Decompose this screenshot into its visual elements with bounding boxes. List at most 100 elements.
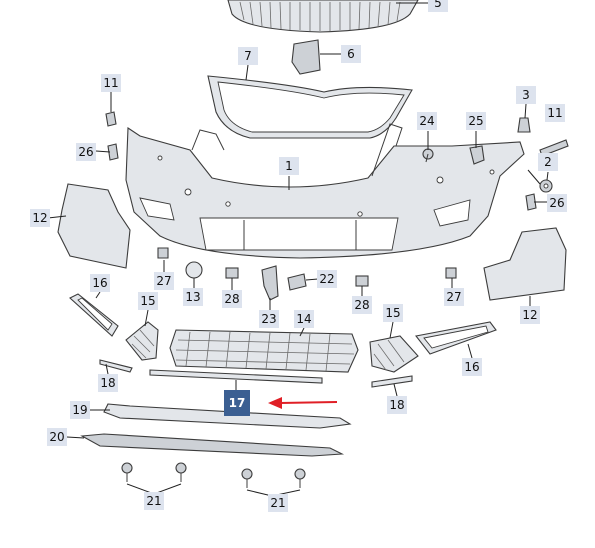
svg-text:25: 25 — [468, 114, 483, 128]
svg-text:26: 26 — [78, 145, 93, 159]
clip-27-left — [157, 247, 169, 259]
trim-18-right-part — [371, 375, 413, 388]
lower-grille-part — [169, 329, 359, 373]
grille-right-part — [369, 335, 419, 373]
cover-part — [80, 433, 345, 457]
callout-17-highlighted[interactable]: 17 — [224, 390, 250, 416]
clip-26-right — [525, 193, 537, 211]
screw-21-d — [294, 468, 306, 488]
callout-11-right[interactable]: 11 — [545, 104, 565, 122]
svg-text:14: 14 — [296, 312, 311, 326]
radiator-grille-part — [227, 0, 419, 33]
callout-7[interactable]: 7 — [238, 47, 258, 65]
side-trim-left-part — [57, 183, 131, 269]
bracket-23 — [261, 265, 279, 301]
bracket-25 — [469, 145, 485, 165]
callout-20[interactable]: 20 — [47, 428, 67, 446]
clip-27-right — [445, 267, 457, 279]
side-trim-right-part — [483, 227, 567, 301]
callout-23[interactable]: 23 — [259, 310, 279, 328]
callout-18-right[interactable]: 18 — [387, 396, 407, 414]
trim-strip-part — [149, 369, 323, 384]
callout-18-left[interactable]: 18 — [98, 374, 118, 392]
svg-text:16: 16 — [92, 276, 107, 290]
callout-21-right[interactable]: 21 — [268, 494, 288, 512]
callout-6[interactable]: 6 — [341, 45, 361, 63]
screw-21-c — [241, 468, 253, 488]
svg-text:17: 17 — [229, 396, 246, 410]
svg-text:22: 22 — [319, 272, 334, 286]
svg-text:26: 26 — [549, 196, 564, 210]
callout-27-left[interactable]: 27 — [154, 272, 174, 290]
callout-15-left[interactable]: 15 — [138, 292, 158, 310]
callout-15-right[interactable]: 15 — [383, 304, 403, 322]
highlight-arrow — [268, 397, 338, 409]
clip-26-left — [107, 143, 119, 161]
callout-3[interactable]: 3 — [516, 86, 536, 104]
callout-27-right[interactable]: 27 — [444, 288, 464, 306]
callout-26-left[interactable]: 26 — [76, 143, 96, 161]
grille-frame-part — [207, 75, 413, 139]
fog-frame-right-part — [415, 321, 497, 355]
callout-28-left[interactable]: 28 — [222, 290, 242, 308]
callout-14[interactable]: 14 — [294, 310, 314, 328]
svg-text:27: 27 — [156, 274, 171, 288]
svg-text:12: 12 — [32, 211, 47, 225]
callout-16-right[interactable]: 16 — [462, 358, 482, 376]
svg-text:3: 3 — [522, 88, 530, 102]
callout-13[interactable]: 13 — [183, 288, 203, 306]
svg-text:11: 11 — [103, 76, 118, 90]
callout-24[interactable]: 24 — [417, 112, 437, 130]
cap-13 — [185, 261, 203, 279]
screw-21-a — [121, 462, 133, 482]
callout-25[interactable]: 25 — [466, 112, 486, 130]
sensor-22 — [287, 273, 307, 291]
svg-text:12: 12 — [522, 308, 537, 322]
svg-text:28: 28 — [224, 292, 239, 306]
svg-text:20: 20 — [49, 430, 64, 444]
clip-11-left — [105, 111, 117, 127]
trim-18-left-part — [99, 359, 133, 373]
front-bumper-part — [125, 123, 525, 259]
svg-text:15: 15 — [140, 294, 155, 308]
callout-26-right[interactable]: 26 — [547, 194, 567, 212]
screw-21-b — [175, 462, 187, 482]
clip-28-left — [225, 267, 239, 279]
svg-text:13: 13 — [185, 290, 200, 304]
svg-text:1: 1 — [285, 159, 293, 173]
svg-text:28: 28 — [354, 298, 369, 312]
callout-1[interactable]: 1 — [279, 157, 299, 175]
svg-text:21: 21 — [270, 496, 285, 510]
callout-11-left[interactable]: 11 — [101, 74, 121, 92]
callout-16-left[interactable]: 16 — [90, 274, 110, 292]
svg-text:18: 18 — [389, 398, 404, 412]
callout-21-left[interactable]: 21 — [144, 492, 164, 510]
fog-frame-left-part — [69, 293, 119, 337]
callout-22[interactable]: 22 — [317, 270, 337, 288]
svg-text:2: 2 — [544, 155, 552, 169]
callout-12-right[interactable]: 12 — [520, 306, 540, 324]
emblem-part — [291, 39, 321, 75]
svg-text:18: 18 — [100, 376, 115, 390]
svg-text:5: 5 — [434, 0, 442, 10]
callout-28-right[interactable]: 28 — [352, 296, 372, 314]
callout-2[interactable]: 2 — [538, 153, 558, 171]
screw-2 — [539, 179, 553, 193]
grille-left-part — [125, 321, 159, 361]
svg-text:27: 27 — [446, 290, 461, 304]
clip-28-right — [355, 275, 369, 287]
svg-text:19: 19 — [72, 403, 87, 417]
svg-text:23: 23 — [261, 312, 276, 326]
svg-text:11: 11 — [547, 106, 562, 120]
svg-text:15: 15 — [385, 306, 400, 320]
svg-text:16: 16 — [464, 360, 479, 374]
svg-text:7: 7 — [244, 49, 252, 63]
clip-3 — [517, 117, 531, 133]
svg-text:24: 24 — [419, 114, 434, 128]
callout-5[interactable]: 5 — [428, 0, 448, 12]
callout-12-left[interactable]: 12 — [30, 209, 50, 227]
callout-19[interactable]: 19 — [70, 401, 90, 419]
svg-text:21: 21 — [146, 494, 161, 508]
svg-text:6: 6 — [347, 47, 355, 61]
